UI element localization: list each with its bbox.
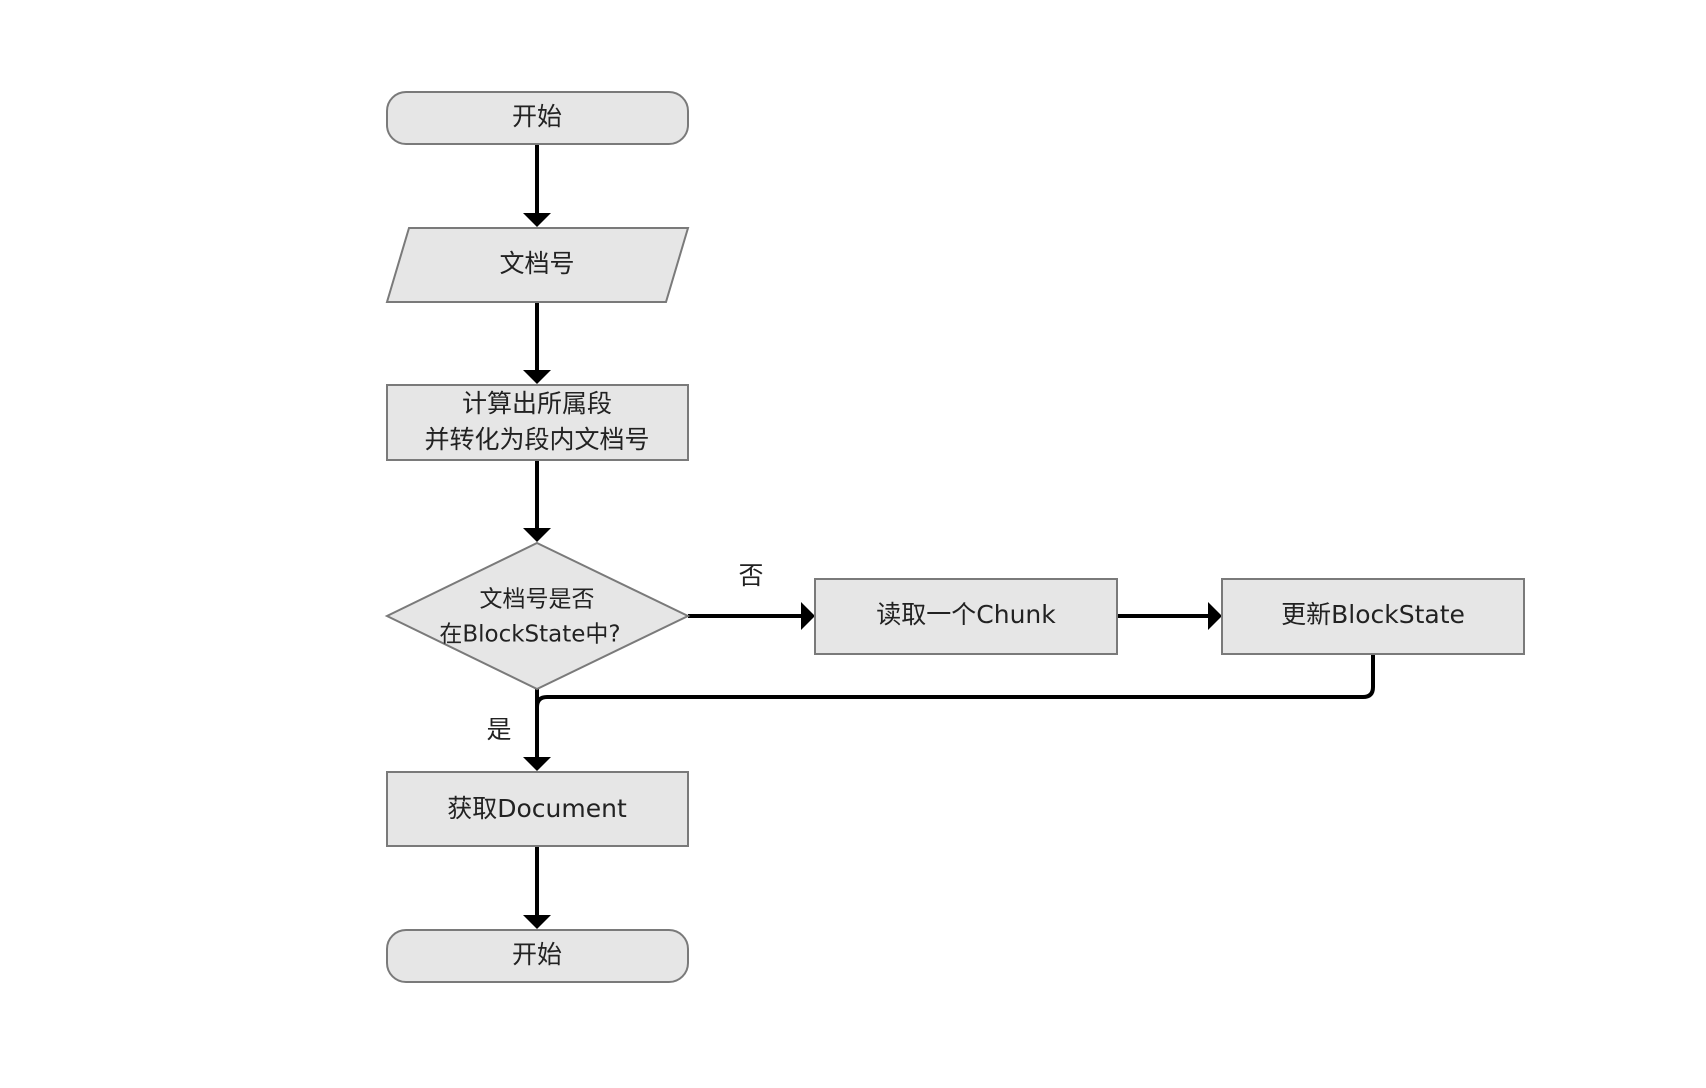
update-blockstate-label: 更新BlockState — [1281, 600, 1465, 629]
edge-update-loop-back — [535, 654, 1375, 708]
arrowhead-compute — [523, 370, 551, 384]
arrowhead-get-document — [523, 757, 551, 771]
end-node: 开始 — [386, 929, 689, 983]
arrowhead-read-chunk — [801, 602, 815, 630]
decision-diamond-shape — [384, 541, 691, 691]
start-terminal-shape — [386, 91, 689, 145]
end-label: 开始 — [512, 940, 562, 969]
update-blockstate-node: 更新BlockState — [1221, 578, 1525, 655]
decision-node: 文档号是否 在BlockState中? — [384, 541, 691, 691]
end-terminal-shape — [386, 929, 689, 983]
input-doc-number-label: 文档号 — [499, 249, 574, 278]
edge-label-yes: 是 — [486, 715, 511, 744]
update-blockstate-shape — [1221, 578, 1525, 655]
read-chunk-label: 读取一个Chunk — [876, 600, 1056, 629]
read-chunk-node: 读取一个Chunk — [814, 578, 1118, 655]
arrowhead-end — [523, 915, 551, 929]
edges — [523, 145, 1375, 929]
arrowhead-input — [523, 213, 551, 227]
start-label: 开始 — [512, 102, 562, 131]
decision-label-line2: 在BlockState中? — [439, 622, 620, 648]
start-node: 开始 — [386, 91, 689, 145]
decision-label-line1: 文档号是否 — [480, 587, 595, 613]
input-doc-number-node: 文档号 — [385, 227, 690, 303]
read-chunk-shape — [814, 578, 1118, 655]
compute-segment-label-line1: 计算出所属段 — [462, 389, 612, 418]
compute-segment-node: 计算出所属段 并转化为段内文档号 — [386, 384, 689, 461]
compute-segment-shape — [386, 384, 689, 461]
get-document-node: 获取Document — [386, 771, 689, 847]
arrowhead-decision — [523, 528, 551, 542]
compute-segment-label-line2: 并转化为段内文档号 — [424, 425, 649, 454]
edge-label-no: 否 — [738, 561, 763, 590]
input-parallelogram-shape — [385, 227, 690, 303]
get-document-shape — [386, 771, 689, 847]
arrowhead-update — [1208, 602, 1222, 630]
get-document-label: 获取Document — [447, 794, 627, 823]
